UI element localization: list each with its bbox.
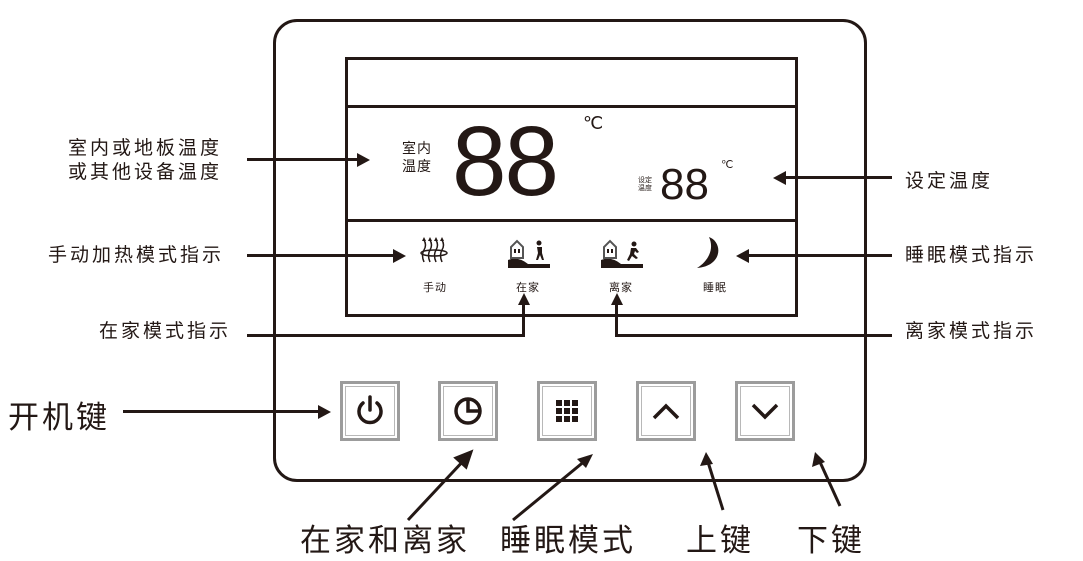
indicator-label-sleep: 睡眠 — [703, 281, 727, 294]
arrow-power-line — [123, 410, 318, 413]
grid-dots-icon — [556, 400, 578, 422]
callout-home-indicator: 在家模式指示 — [99, 320, 232, 342]
set-temp-label-line1: 设定 — [638, 176, 652, 184]
arrow-sleep-line — [748, 254, 892, 257]
set-temp-value: 88 — [660, 160, 709, 209]
display-divider-bottom — [345, 219, 798, 222]
callout-sleep-indicator: 睡眠模式指示 — [905, 244, 1038, 266]
callout-manual-heating: 手动加热模式指示 — [48, 244, 225, 266]
callout-room-floor-temp-line1: 室内或地板温度 — [68, 137, 223, 159]
display-divider-top — [345, 105, 798, 108]
room-temp-label-line1: 室内 — [402, 141, 432, 157]
down-button[interactable] — [735, 381, 795, 441]
chevron-up-icon — [652, 403, 680, 420]
arrow-home-vertical — [522, 300, 525, 337]
room-temp-value: 88 — [452, 106, 559, 216]
arrow-manual-head — [393, 249, 406, 263]
arrow-room-temp-head — [357, 153, 370, 167]
callout-room-floor-temp: 室内或地板温度 或其他设备温度 — [68, 137, 222, 185]
callout-set-temp: 设定温度 — [905, 170, 994, 192]
set-temp-unit: ℃ — [721, 159, 734, 171]
callout-sleep-mode: 睡眠模式 — [500, 523, 636, 559]
arrow-sleep-head — [736, 249, 749, 263]
arrow-home-line — [247, 334, 525, 337]
room-temp-label: 室内 温度 — [402, 140, 432, 176]
arrow-away-head — [611, 293, 623, 305]
arrow-set-temp-line — [785, 176, 892, 179]
thermostat-body — [273, 19, 867, 482]
callout-away-indicator: 离家模式指示 — [905, 320, 1038, 342]
home-person-icon — [508, 238, 550, 272]
callout-power-key: 开机键 — [8, 400, 110, 436]
arrow-room-temp-line — [247, 158, 357, 161]
callout-down-key: 下键 — [797, 523, 865, 559]
arrow-away-line — [615, 334, 892, 337]
indicator-label-manual: 手动 — [423, 281, 447, 294]
chevron-down-icon — [751, 403, 779, 420]
arrow-power-head — [318, 405, 331, 419]
callout-up-key: 上键 — [686, 523, 754, 559]
power-icon — [357, 395, 383, 425]
away-running-person-icon — [601, 238, 643, 272]
room-temp-unit: ℃ — [583, 113, 604, 133]
set-temp-label-line2: 温度 — [638, 184, 652, 193]
lcd-display — [345, 57, 798, 317]
callout-home-and-away: 在家和离家 — [300, 523, 470, 559]
sleep-mode-button[interactable] — [537, 381, 597, 441]
indicator-label-home: 在家 — [516, 281, 540, 294]
power-button[interactable] — [340, 381, 400, 441]
up-button[interactable] — [636, 381, 696, 441]
heating-waves-icon — [420, 237, 450, 269]
set-temp-label: 设定 温度 — [638, 176, 652, 193]
room-temp-label-line2: 温度 — [402, 159, 432, 176]
indicator-label-away: 离家 — [609, 281, 633, 294]
callout-room-floor-temp-line2: 或其他设备温度 — [68, 160, 223, 183]
home-away-button[interactable] — [438, 381, 498, 441]
crescent-moon-icon — [695, 236, 723, 274]
arrow-manual-line — [247, 254, 395, 257]
arrow-away-vertical — [615, 300, 618, 337]
arrow-home-head — [518, 293, 530, 305]
clock-pie-icon — [454, 397, 482, 425]
arrow-set-temp-head — [773, 171, 786, 185]
